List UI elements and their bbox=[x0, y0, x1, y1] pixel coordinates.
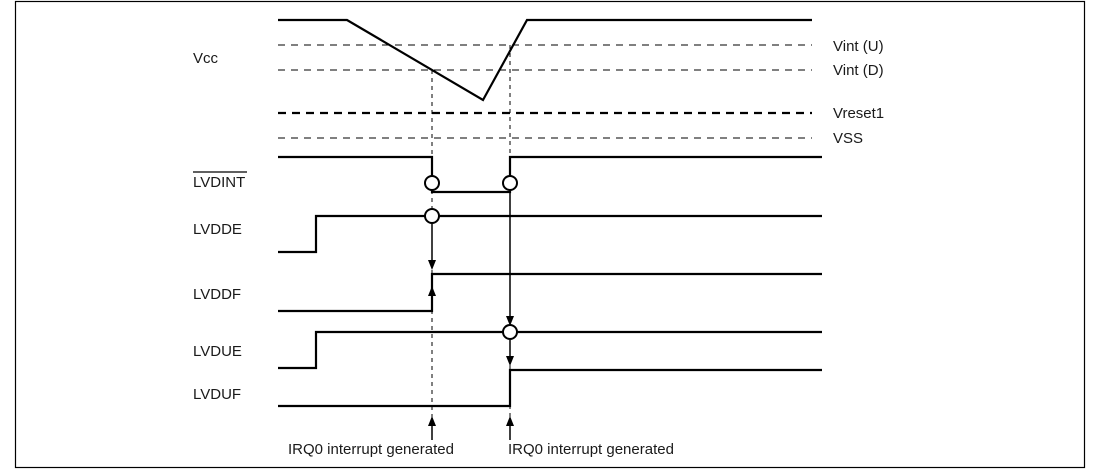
lvdde-enable-marker bbox=[424, 208, 440, 224]
irq0-interrupt-label-2: IRQ0 interrupt generated bbox=[508, 441, 674, 458]
lvduf-waveform bbox=[278, 368, 822, 408]
irq-arrow-1-bottom-head bbox=[428, 416, 436, 426]
lvdue-enable-marker bbox=[502, 324, 518, 340]
lvduf-set-arrowhead bbox=[506, 356, 514, 366]
irq-arrow-2-bottom-head bbox=[506, 416, 514, 426]
lvdue-label: LVDUE bbox=[193, 343, 242, 360]
lvduf-label: LVDUF bbox=[193, 386, 241, 403]
lvdint-falling-edge-marker bbox=[424, 175, 440, 191]
vcc-waveform bbox=[278, 18, 812, 102]
vint-u-label: Vint (U) bbox=[833, 38, 884, 55]
irq0-interrupt-label-1: IRQ0 interrupt generated bbox=[288, 441, 454, 458]
lvdde-label: LVDDE bbox=[193, 221, 242, 238]
lvdint-rising-edge-marker bbox=[502, 175, 518, 191]
lvddf-label: LVDDF bbox=[193, 286, 241, 303]
vcc-label: Vcc bbox=[193, 50, 219, 67]
lvdde-waveform bbox=[278, 214, 822, 254]
diagram-frame bbox=[14, 0, 1086, 469]
lvdint-label: LVDINT bbox=[193, 174, 245, 191]
vint-d-label: Vint (D) bbox=[833, 62, 884, 79]
lvdue-waveform bbox=[278, 330, 822, 370]
vreset1-label: Vreset1 bbox=[833, 105, 884, 122]
irq-arrow-1-up-head bbox=[428, 286, 436, 296]
lvdue-check-arrowhead bbox=[506, 316, 514, 326]
lvddf-set-arrowhead bbox=[428, 260, 436, 270]
lvdint-waveform bbox=[278, 155, 822, 194]
lvddf-waveform bbox=[278, 272, 822, 313]
vss-label: VSS bbox=[833, 130, 863, 147]
